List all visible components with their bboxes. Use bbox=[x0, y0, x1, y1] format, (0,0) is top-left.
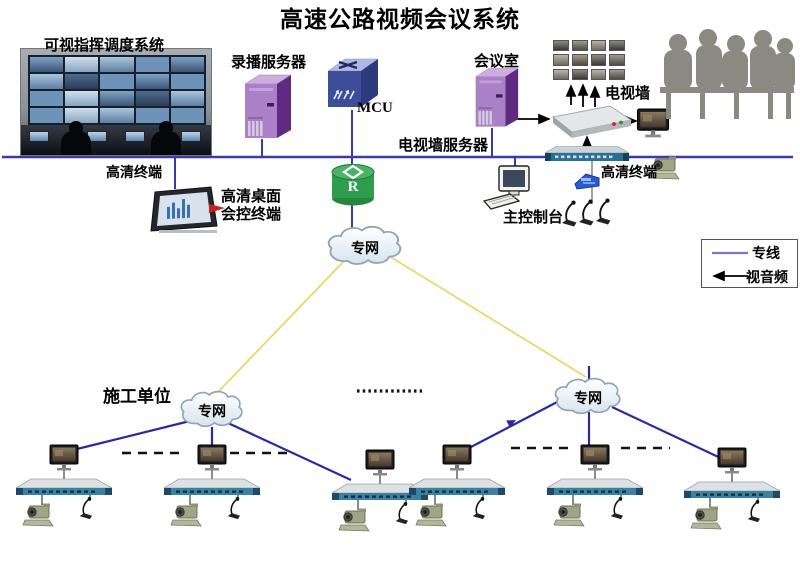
station-camera-icon bbox=[170, 502, 204, 528]
branch-right-cloud: 专网 bbox=[553, 376, 623, 417]
station-microphone-icon bbox=[746, 499, 763, 524]
tv-wall-server-label: 电视墙服务器 bbox=[398, 138, 489, 154]
control-room-label: 可视指挥调度系统 bbox=[44, 38, 165, 54]
hd-desktop-terminal-label: 高清桌面 会控终端 bbox=[221, 189, 282, 223]
hd-desktop-terminal-icon bbox=[147, 186, 229, 234]
station-microphone-icon bbox=[609, 496, 626, 521]
meeting-room-label: 会议室 bbox=[474, 54, 520, 70]
legend-box: 专线 视音频 bbox=[701, 239, 798, 288]
microphone-icon bbox=[594, 198, 614, 226]
tv-wall-icon bbox=[553, 40, 625, 80]
branch-left-cloud-label: 专网 bbox=[198, 405, 226, 420]
hd-terminal-rack-icon bbox=[545, 146, 629, 162]
station-tv-icon bbox=[197, 444, 227, 472]
recording-server-label: 录播服务器 bbox=[231, 55, 307, 71]
main-console-label: 主控制台 bbox=[503, 210, 564, 226]
branch-station bbox=[684, 447, 780, 539]
legend-av-label: 视音频 bbox=[746, 271, 788, 286]
legend-dedicated-line-row: 专线 bbox=[702, 240, 797, 264]
control-room-photo bbox=[20, 48, 212, 156]
station-microphone-icon bbox=[78, 496, 95, 521]
legend-av-row: 视音频 bbox=[702, 264, 797, 288]
station-switch-icon bbox=[16, 478, 112, 496]
station-microphone-icon bbox=[226, 496, 243, 521]
hd-terminal-left-label: 高清终端 bbox=[106, 166, 162, 181]
control-pad-icon bbox=[573, 172, 601, 191]
tv-wall-server-icon bbox=[550, 103, 634, 139]
station-tv-icon bbox=[580, 444, 610, 472]
page-title: 高速公路视频会议系统 bbox=[280, 6, 520, 32]
station-camera-icon bbox=[690, 505, 724, 531]
station-switch-icon bbox=[684, 481, 780, 499]
hd-terminal-right-label: 高清终端 bbox=[601, 166, 657, 181]
branch-station bbox=[409, 444, 505, 536]
station-microphone-icon bbox=[471, 496, 488, 521]
mcu-label: MCU bbox=[357, 100, 393, 116]
router-letter: R bbox=[347, 179, 359, 195]
tv-wall-label: 电视墙 bbox=[605, 86, 651, 102]
core-cloud-label: 专网 bbox=[351, 241, 379, 257]
operator-silhouette bbox=[61, 121, 91, 155]
construction-unit-label: 施工单位 bbox=[103, 387, 171, 406]
branch-left-cloud: 专网 bbox=[179, 389, 245, 430]
station-camera-icon bbox=[415, 502, 449, 528]
station-switch-icon bbox=[547, 478, 643, 496]
station-tv-icon bbox=[365, 449, 395, 477]
station-tv-icon bbox=[717, 447, 747, 475]
main-console-icon bbox=[483, 165, 535, 211]
station-camera-icon bbox=[22, 502, 56, 528]
branch-station bbox=[547, 444, 643, 536]
meeting-people-silhouette bbox=[656, 27, 796, 122]
branch-station bbox=[16, 444, 112, 536]
branch-right-cloud-label: 专网 bbox=[574, 392, 602, 407]
meeting-room-server-icon bbox=[472, 64, 520, 132]
operator-silhouette bbox=[151, 121, 181, 155]
control-room-desk bbox=[21, 121, 211, 155]
legend-dedicated-line-label: 专线 bbox=[752, 247, 780, 262]
core-cloud: 专网 bbox=[326, 224, 404, 268]
station-camera-icon bbox=[338, 507, 372, 533]
station-camera-icon bbox=[553, 502, 587, 528]
video-wall-screens bbox=[28, 55, 206, 125]
recording-server-icon bbox=[241, 72, 293, 142]
router-icon: R bbox=[330, 162, 376, 206]
station-switch-icon bbox=[164, 478, 260, 496]
station-tv-icon bbox=[49, 444, 79, 472]
station-tv-icon bbox=[442, 444, 472, 472]
station-switch-icon bbox=[409, 478, 505, 496]
branch-station bbox=[164, 444, 260, 536]
branch-station bbox=[332, 449, 428, 541]
